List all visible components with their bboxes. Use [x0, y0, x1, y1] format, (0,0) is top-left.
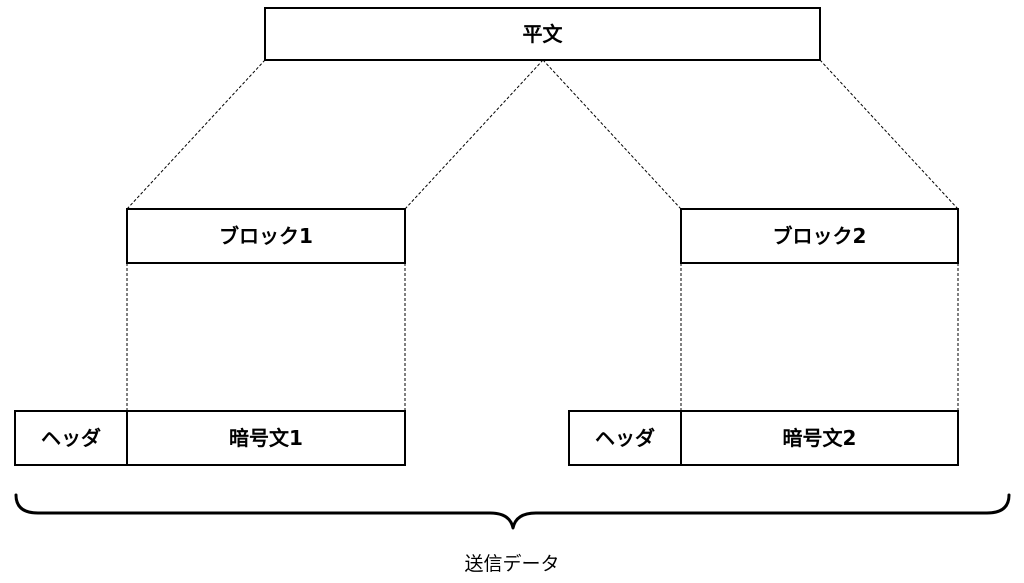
plaintext-label: 平文: [522, 22, 563, 46]
transmission-label: 送信データ: [464, 553, 560, 575]
ciphertext-2-label: 暗号文2: [782, 426, 857, 450]
ciphertext-1-label: 暗号文1: [229, 426, 303, 450]
split-line: [819, 59, 959, 210]
block-2-box: ブロック2: [680, 208, 959, 264]
plaintext-box: 平文: [264, 7, 821, 61]
transmission-brace: [14, 493, 1011, 530]
split-line: [126, 59, 266, 210]
header-2-box: ヘッダ: [568, 410, 682, 466]
block-2-label: ブロック2: [772, 224, 867, 248]
block-1-box: ブロック1: [126, 208, 406, 264]
ciphertext-1-box: 暗号文1: [126, 410, 406, 466]
split-line: [542, 59, 682, 210]
split-line: [404, 59, 544, 210]
header-2-label: ヘッダ: [595, 426, 655, 450]
header-1-label: ヘッダ: [41, 426, 101, 450]
header-1-box: ヘッダ: [14, 410, 128, 466]
block-1-label: ブロック1: [219, 224, 313, 248]
ciphertext-2-box: 暗号文2: [680, 410, 959, 466]
